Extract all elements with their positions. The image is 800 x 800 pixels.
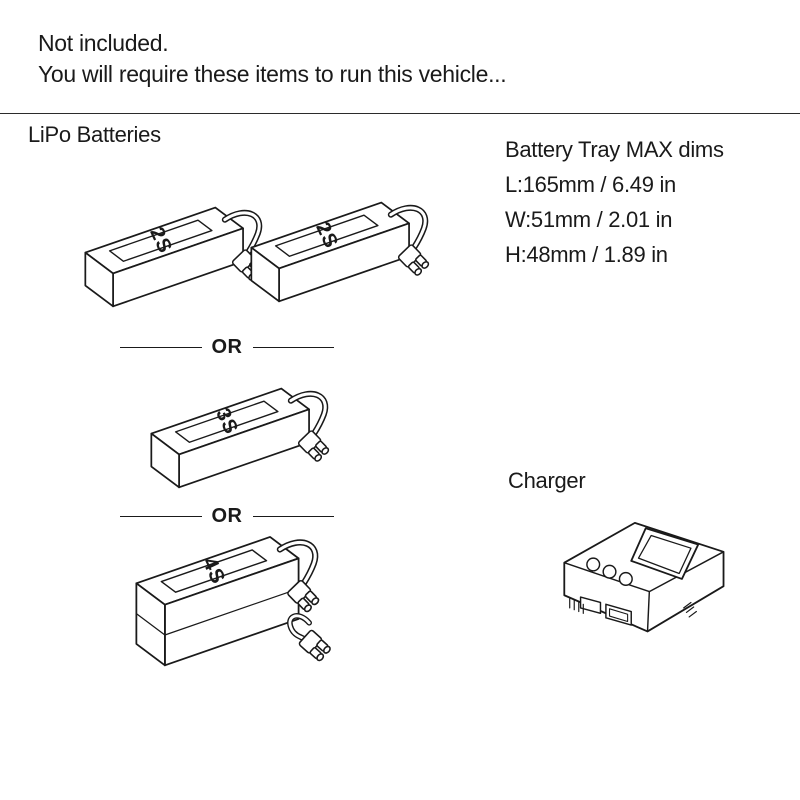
header-divider bbox=[0, 113, 800, 114]
battery-tray-dims-title: Battery Tray MAX dims bbox=[505, 137, 724, 162]
charger-button bbox=[618, 571, 633, 587]
or-divider-2: OR bbox=[120, 505, 334, 528]
spare-connector-illustration bbox=[287, 613, 333, 664]
divider-line bbox=[120, 516, 202, 517]
battery-tray-dim-length: L:165mm / 6.49 in bbox=[505, 172, 676, 197]
not-included-text: Not included. bbox=[38, 30, 169, 56]
divider-line bbox=[252, 347, 334, 348]
requirements-text: You will require these items to run this… bbox=[38, 61, 507, 87]
battery-tray-dim-width: W:51mm / 2.01 in bbox=[505, 207, 673, 232]
divider-line bbox=[120, 347, 202, 348]
or-divider-1: OR bbox=[120, 336, 334, 359]
charger-button bbox=[586, 557, 601, 572]
charger-illustration bbox=[563, 521, 725, 633]
battery-3s-illustration: 3S bbox=[138, 366, 338, 496]
battery-2s-left-illustration: 2S bbox=[72, 185, 272, 315]
battery-tray-dims: Battery Tray MAX dims L:165mm / 6.49 in … bbox=[505, 132, 724, 272]
charger-vents bbox=[569, 598, 584, 614]
or-label-1: OR bbox=[211, 336, 243, 358]
lipo-batteries-title: LiPo Batteries bbox=[28, 122, 161, 147]
battery-4s-illustration: 4S bbox=[123, 528, 328, 693]
battery-2s-right-illustration: 2S bbox=[238, 180, 438, 310]
header: Not included. You will require these ite… bbox=[38, 28, 507, 90]
charger-title: Charger bbox=[508, 468, 586, 493]
battery-tray-dim-height: H:48mm / 1.89 in bbox=[505, 242, 668, 267]
charger-port bbox=[579, 596, 602, 615]
charger-button bbox=[602, 564, 617, 579]
divider-line bbox=[252, 516, 334, 517]
charger-vents bbox=[683, 601, 697, 618]
or-label-2: OR bbox=[211, 505, 243, 527]
